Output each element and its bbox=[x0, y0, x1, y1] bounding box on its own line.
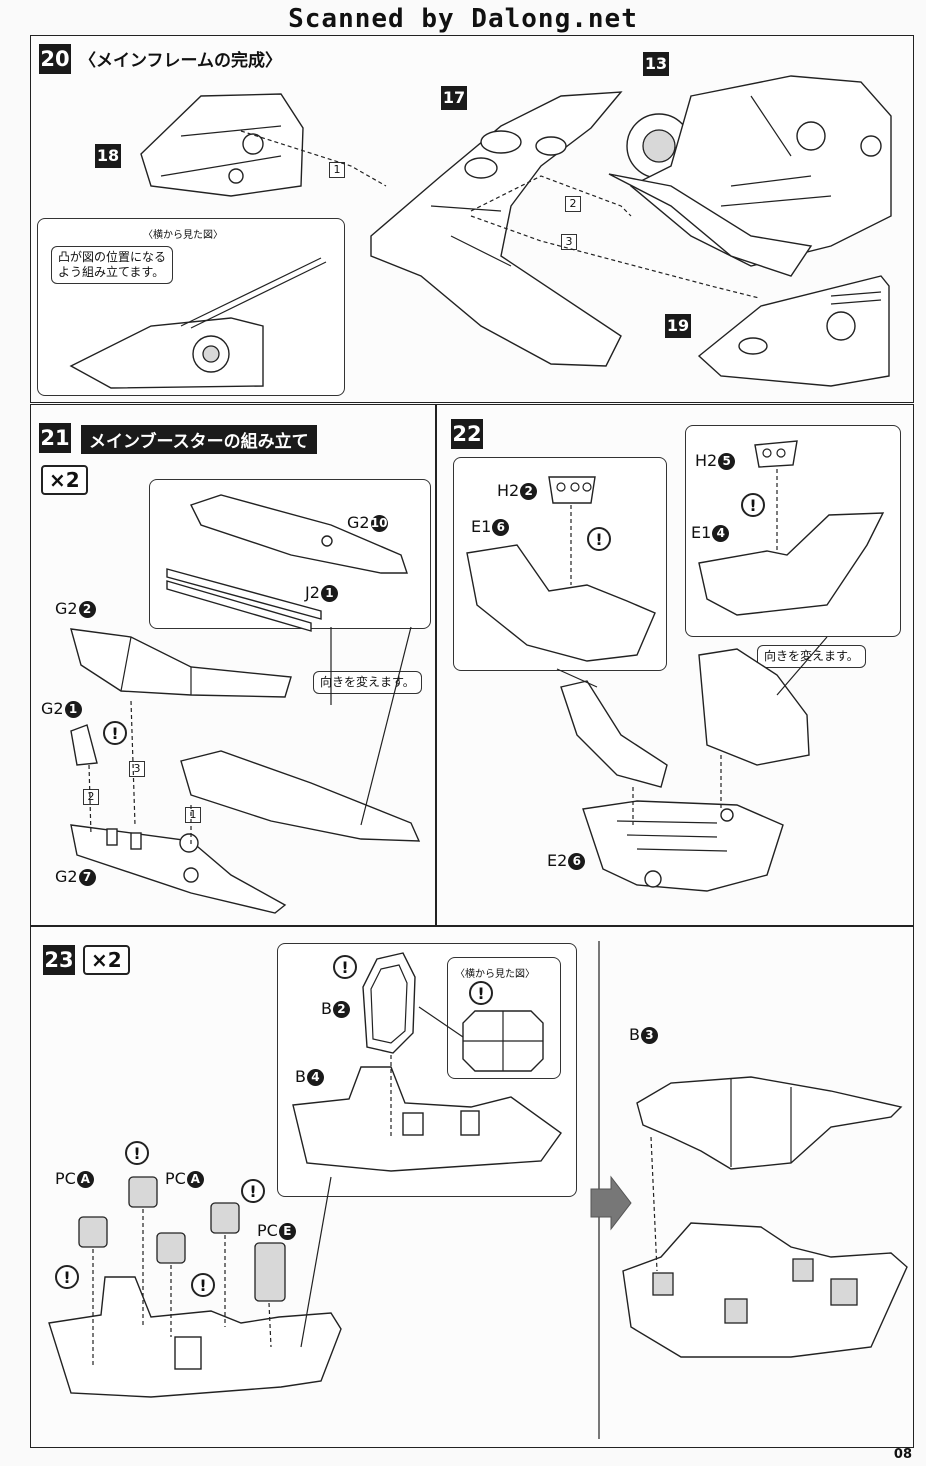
rotate-note-callout: 向きを変えます。 bbox=[313, 671, 422, 694]
badge-7: 7 bbox=[78, 869, 96, 886]
order-2: 2 bbox=[565, 196, 581, 212]
page-number: 08 bbox=[893, 1447, 912, 1462]
badge-4: 4 bbox=[712, 525, 730, 542]
caution-icon: ! bbox=[741, 493, 765, 517]
caution-icon: ! bbox=[587, 527, 611, 551]
order-2: 2 bbox=[83, 789, 99, 805]
caution-icon: ! bbox=[103, 721, 127, 745]
badge-1: 1 bbox=[64, 701, 82, 718]
order-1: 1 bbox=[185, 807, 201, 823]
step-20-title: 〈メインフレームの完成〉 bbox=[79, 51, 282, 71]
step-21-multiplier: ×2 bbox=[41, 465, 88, 495]
part-tag-18: 18 bbox=[95, 144, 121, 168]
step-21-illustration bbox=[70, 494, 421, 914]
side-view-caption: 〈横から見た図〉 bbox=[143, 230, 223, 241]
step-22-illustration bbox=[466, 440, 885, 892]
part-tag-19: 19 bbox=[665, 314, 691, 338]
badge-10: 10 bbox=[370, 515, 388, 532]
step-23-number: 23 bbox=[43, 945, 75, 975]
step-20-panel: 20 〈メインフレームの完成〉 18 17 13 19 〈横から見た図〉 凸が図… bbox=[30, 35, 914, 403]
scanner-watermark: Scanned by Dalong.net bbox=[288, 4, 638, 34]
order-3: 3 bbox=[561, 234, 577, 250]
step-21-number: 21 bbox=[39, 423, 71, 453]
badge-e: E bbox=[278, 1223, 296, 1240]
assembly-note-callout: 凸が図の位置になる よう組み立てます。 bbox=[51, 246, 174, 284]
step-21-title: メインブースターの組み立て bbox=[81, 425, 317, 454]
step-20-illustration bbox=[69, 75, 892, 389]
side-view-caption: 〈横から見た図〉 bbox=[455, 969, 535, 980]
caution-icon: ! bbox=[125, 1141, 149, 1165]
step-23-multiplier: ×2 bbox=[83, 945, 130, 975]
label-g2-10: G210 bbox=[347, 513, 388, 532]
step-22-number: 22 bbox=[451, 419, 483, 449]
badge-6: 6 bbox=[568, 853, 586, 870]
caution-icon: ! bbox=[469, 981, 493, 1005]
step-20-number: 20 bbox=[39, 44, 71, 74]
badge-2: 2 bbox=[332, 1001, 350, 1018]
caution-icon: ! bbox=[241, 1179, 265, 1203]
badge-6: 6 bbox=[492, 519, 510, 536]
caution-icon: ! bbox=[191, 1273, 215, 1297]
badge-a: A bbox=[76, 1171, 94, 1188]
part-tag-13: 13 bbox=[643, 52, 669, 76]
badge-2: 2 bbox=[78, 601, 96, 618]
badge-2: 2 bbox=[520, 483, 538, 500]
part-tag-17: 17 bbox=[441, 86, 467, 110]
badge-4: 4 bbox=[306, 1069, 324, 1086]
badge-1: 1 bbox=[320, 585, 338, 602]
badge-a: A bbox=[186, 1171, 204, 1188]
order-1: 1 bbox=[329, 162, 345, 178]
step-23-illustration bbox=[48, 941, 908, 1439]
badge-5: 5 bbox=[718, 453, 736, 470]
badge-3: 3 bbox=[640, 1027, 658, 1044]
caution-icon: ! bbox=[333, 955, 357, 979]
caution-icon: ! bbox=[55, 1265, 79, 1289]
